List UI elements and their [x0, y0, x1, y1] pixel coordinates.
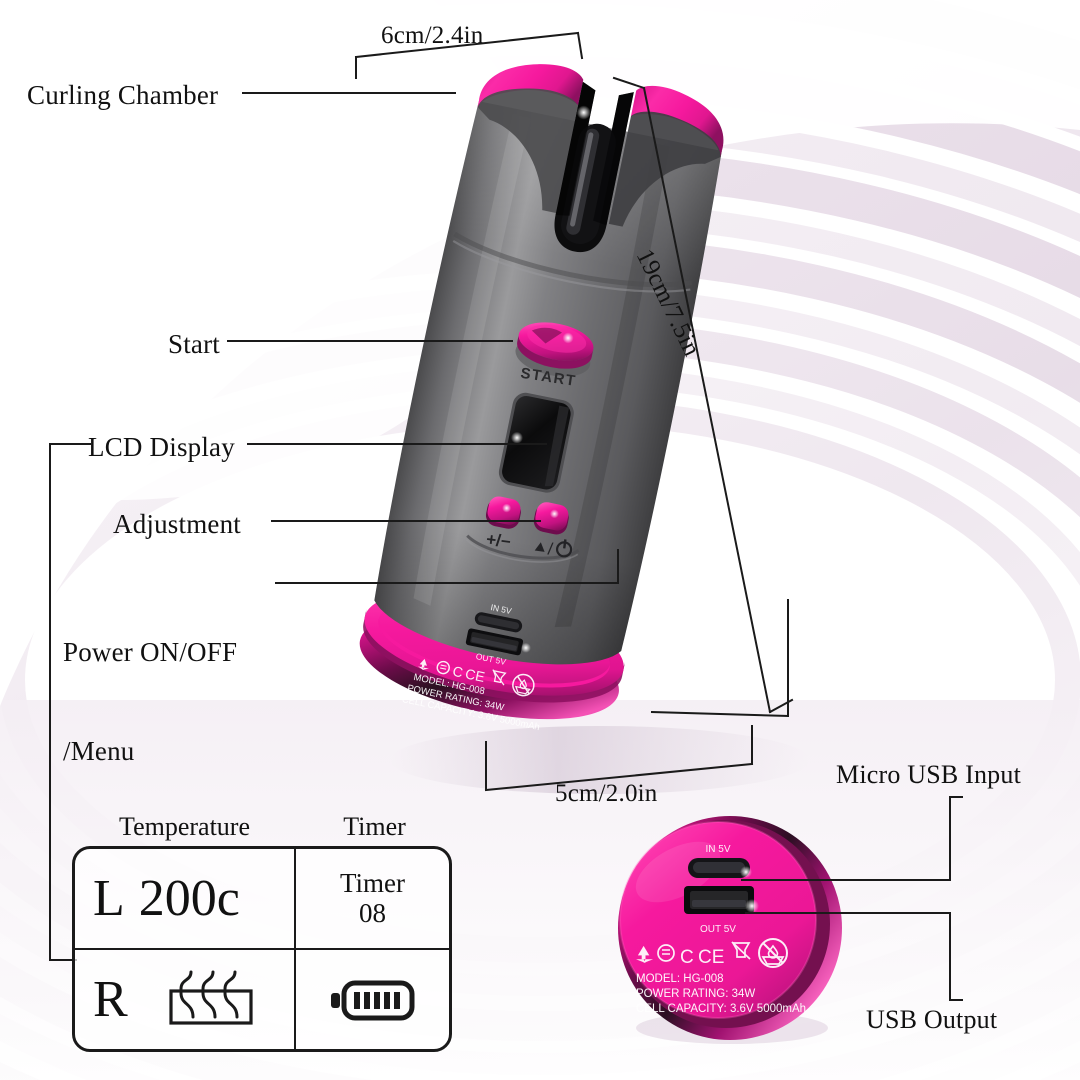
lcd-header-temperature: Temperature — [119, 812, 250, 841]
no-water-icon — [758, 938, 788, 968]
lcd-temp-value: 200c — [138, 869, 240, 927]
svg-text:+/−: +/− — [485, 530, 512, 552]
lcd-timer-label: Timer — [339, 868, 406, 899]
curling-chamber-slot — [554, 81, 634, 253]
svg-text:IN 5V: IN 5V — [490, 602, 513, 616]
lcd-row-right: R — [75, 950, 449, 1049]
lcd-header-timer: Timer — [343, 812, 406, 841]
crossed-out-bin-icon — [492, 669, 507, 686]
svg-text:IN 5V: IN 5V — [705, 844, 730, 855]
lcd-side-r: R — [93, 970, 128, 1028]
lcd-cell-temperature-left: L 200c — [75, 849, 296, 948]
lcd-legend-headers: Temperature Timer — [72, 806, 452, 842]
adjust-power-buttons-graphic: +/− / — [465, 496, 580, 563]
lcd-cell-temperature-right: R — [75, 950, 296, 1049]
curling-chamber-rim — [477, 64, 724, 227]
svg-text:OUT 5V: OUT 5V — [700, 924, 736, 935]
callout-micro-usb-input: Micro USB Input — [836, 760, 1021, 789]
lcd-display-legend: Temperature Timer L 200c Timer 08 R — [72, 806, 452, 1052]
callout-power-line1: Power ON/OFF — [63, 636, 238, 667]
product-shadow — [390, 726, 810, 794]
lcd-cell-timer-right — [296, 950, 449, 1049]
svg-text:C: C — [680, 947, 694, 968]
callout-curling-chamber: Curling Chamber — [27, 80, 219, 110]
body-seam — [453, 231, 693, 288]
base-detail-inset: IN 5V OUT 5V C CE — [618, 816, 842, 1044]
heat-steam-icon — [128, 963, 294, 1037]
callout-power-on-off-menu: Power ON/OFF /Menu — [63, 570, 237, 834]
battery-full-icon — [329, 977, 417, 1023]
lcd-legend-table: L 200c Timer 08 R — [72, 846, 452, 1052]
lcd-row-left: L 200c Timer 08 — [75, 849, 449, 950]
lcd-cell-timer-left: Timer 08 — [296, 849, 449, 948]
svg-text:/: / — [547, 539, 554, 558]
crossed-out-bin-icon — [731, 941, 751, 960]
callout-usb-output: USB Output — [866, 1005, 998, 1034]
dimension-top-width: 6cm/2.4in — [381, 22, 484, 49]
svg-text:CE: CE — [464, 665, 486, 685]
callout-adjustment: Adjustment — [113, 509, 241, 539]
lcd-screen-graphic — [498, 392, 574, 493]
svg-text:POWER RATING: 34W: POWER RATING: 34W — [636, 988, 755, 1000]
dimension-bottom-diameter: 5cm/2.0in — [555, 780, 658, 807]
lcd-side-l: L — [93, 869, 125, 927]
lcd-timer-value: 08 — [359, 897, 386, 928]
callout-lcd-display: LCD Display — [88, 432, 235, 462]
weee-icon — [436, 660, 450, 675]
no-water-icon — [512, 673, 535, 697]
callout-power-line2: /Menu — [63, 735, 135, 766]
start-button-graphic: START — [515, 322, 594, 390]
callout-start: Start — [168, 329, 220, 359]
svg-text:CELL CAPACITY: 3.6V 5000mAh: CELL CAPACITY: 3.6V 5000mAh — [636, 1003, 806, 1015]
weee-icon — [657, 944, 675, 962]
svg-text:MODEL: HG-008: MODEL: HG-008 — [636, 973, 724, 985]
svg-text:CE: CE — [698, 947, 724, 968]
svg-text:C: C — [451, 663, 464, 681]
